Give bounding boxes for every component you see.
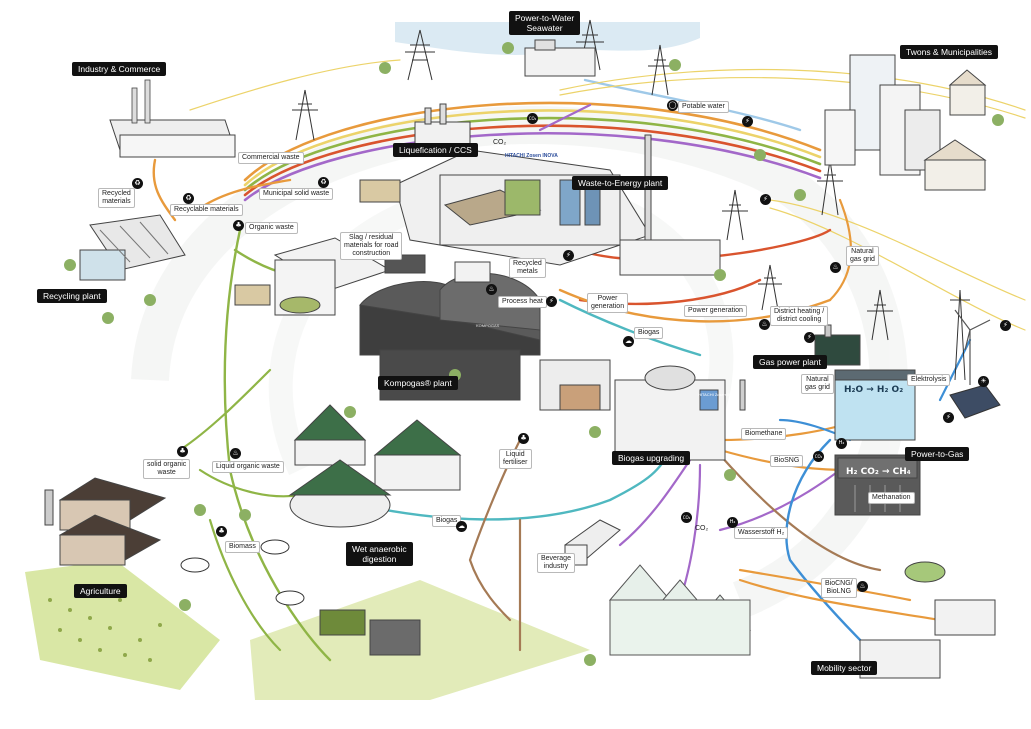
power-icon-towns: ⚡ <box>760 194 771 205</box>
co2-beverage-icon: CO₂ <box>681 512 692 523</box>
label-district-heating: District heating / district cooling <box>770 306 829 326</box>
solid-organic-icon: ♣ <box>177 446 188 457</box>
title-waste-to-energy: Waste-to-Energy plant <box>572 176 669 190</box>
gas-grid-icon: ♨ <box>830 262 841 273</box>
label-elektrolysis: Elektrolysis <box>907 374 951 386</box>
label-wasserstoff: Wasserstoff H₂ <box>734 527 789 539</box>
label-natural-gas-grid-1: Natural gas grid <box>846 246 879 266</box>
pylons <box>292 19 970 381</box>
label-municipal-waste: Municipal solid waste <box>259 188 334 200</box>
label-biosng: BioSNG <box>770 455 804 467</box>
title-power-to-gas: Power-to-Gas <box>905 447 970 461</box>
label-process-heat: Process heat <box>498 296 547 308</box>
label-beverage-industry: Beverage industry <box>537 553 575 573</box>
power-icon-solar: ⚡ <box>943 412 954 423</box>
kompogas-building <box>273 237 541 401</box>
label-biomethane: Biomethane <box>741 428 787 440</box>
sun-icon: ☀ <box>978 376 989 387</box>
solar-panel <box>949 384 1001 419</box>
recycling-building <box>79 214 186 281</box>
methanation-building <box>834 454 921 516</box>
district-heating-icon: ♨ <box>759 319 770 330</box>
cows <box>180 539 305 606</box>
label-methanation: Methanation <box>868 492 915 504</box>
label-power-generation-1: Power generation <box>587 293 629 313</box>
label-organic-waste: Organic waste <box>245 222 298 234</box>
power-icon-gasplant: ⚡ <box>804 332 815 343</box>
power-icon-wind: ⚡ <box>1000 320 1011 331</box>
biocng-icon: ♨ <box>857 581 868 592</box>
label-biomass: Biomass <box>225 541 260 553</box>
sea <box>395 22 700 55</box>
co2-icon-methanation: CO₂ <box>813 451 824 462</box>
hitachi-sign-wte: HITACHI Zosen INOVA <box>505 153 558 159</box>
power-icon-generation: ⚡ <box>546 296 557 307</box>
greenhouse <box>608 564 752 656</box>
power-to-water-building <box>524 39 596 77</box>
title-wet-ad: Wet anaerobic digestion <box>346 542 413 566</box>
title-kompogas: Kompogas® plant <box>378 376 458 390</box>
recyclable-icon: ♻ <box>183 193 194 204</box>
label-recycled-materials: Recycled materials <box>98 188 135 208</box>
biogas-upgrading-building <box>539 359 746 461</box>
power-to-gas-tank <box>834 369 916 441</box>
agriculture-field <box>25 560 220 690</box>
title-recycling: Recycling plant <box>37 289 107 303</box>
heat-icon: ♨ <box>486 284 497 295</box>
h2-icon-mobility: H₂ <box>727 517 738 528</box>
trees <box>64 42 1004 666</box>
liquefaction-building <box>414 103 471 145</box>
label-biocng: BioCNG/ BioLNG <box>821 578 857 598</box>
wind-turbine <box>954 309 991 385</box>
organic-waste-icon: ♣ <box>233 220 244 231</box>
power-icon-wte: ⚡ <box>563 250 574 261</box>
agriculture-barns <box>44 477 167 566</box>
biogas-icon-1: ☁ <box>623 336 634 347</box>
h2-icon-power-to-gas: H₂ <box>836 438 847 449</box>
methanation-equation: H₂ CO₂ → CH₄ <box>846 467 911 477</box>
label-recyclable-materials: Recyclable materials <box>170 204 243 216</box>
kompogas-sign: KOMPOGAS <box>476 323 500 328</box>
title-mobility: Mobility sector <box>811 661 878 675</box>
label-slag: Slag / residual materials for road const… <box>340 232 403 260</box>
title-liquefaction: Liquefication / CCS <box>393 143 478 157</box>
hitachi-sign-upgrading: HITACHI Zosen INOVA <box>698 392 740 397</box>
label-power-generation-2: Power generation <box>684 305 747 317</box>
title-agriculture: Agriculture <box>74 584 127 598</box>
potable-water-icon: ◯ <box>667 100 678 111</box>
label-co2-liquefaction: CO₂ <box>493 139 507 146</box>
fertiliser-icon: ♣ <box>518 433 529 444</box>
label-solid-organic-waste: solid organic waste <box>143 459 191 479</box>
elektrolysis-equation: H₂O → H₂ O₂ <box>844 385 904 395</box>
label-liquid-fertiliser: Liquid fertiliser <box>499 449 532 469</box>
co2-icon-wte: CO₂ <box>527 113 538 124</box>
title-gas-power: Gas power plant <box>753 355 827 369</box>
label-recycled-metals: Recycled metals <box>509 258 546 278</box>
label-biogas-1: Biogas <box>634 327 664 339</box>
label-co2-beverage: CO₂ <box>695 525 709 532</box>
crop-rows <box>48 598 162 662</box>
recycle-icon: ♻ <box>132 178 143 189</box>
label-natural-gas-grid-2: Natural gas grid <box>801 374 834 394</box>
biomass-icon: ♣ <box>216 526 227 537</box>
label-potable-water: Potable water <box>678 101 729 113</box>
power-icon-town-2: ⚡ <box>742 116 753 127</box>
digester-tanks <box>288 404 462 528</box>
title-biogas-upgrading: Biogas upgrading <box>612 451 691 465</box>
industry-building <box>109 79 236 158</box>
municipal-waste-icon: ♻ <box>318 177 329 188</box>
title-towns: Twons & Municipalities <box>900 45 998 59</box>
towns-buildings <box>824 54 987 191</box>
label-commercial-waste: Commercial waste <box>238 152 304 164</box>
label-liquid-organic-waste: Liquid organic waste <box>212 461 284 473</box>
liquid-organic-icon: ♨ <box>230 448 241 459</box>
title-power-to-water: Power-to-Water Seawater <box>509 11 581 35</box>
biogas-icon-2: ☁ <box>456 521 467 532</box>
title-industry: Industry & Commerce <box>72 62 167 76</box>
